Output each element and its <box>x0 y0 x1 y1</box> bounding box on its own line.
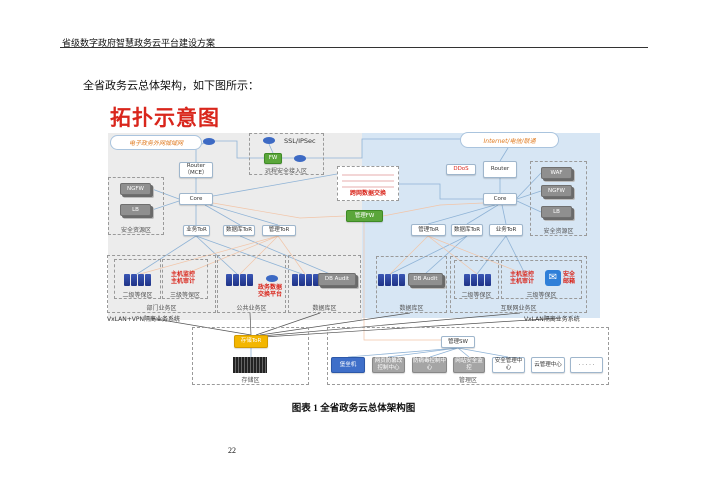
intro-paragraph: 全省政务云总体架构，如下图所示： <box>83 80 259 92</box>
right-router-node: Router <box>483 161 517 178</box>
internet-zone-label: 互联网业务区 <box>500 305 537 312</box>
public-zone-label: 公共业务区 <box>236 305 267 312</box>
lb-node: LB <box>120 204 151 216</box>
dept-zone-label: 部门业务区 <box>146 305 177 312</box>
storage-device-icon <box>233 357 267 373</box>
left-core-node: Core <box>179 193 213 205</box>
vpn-icon <box>263 137 275 144</box>
db-audit-node: DB Audit <box>318 273 356 286</box>
dept-zone <box>107 255 216 313</box>
storage-tor-node: 存储ToR <box>234 335 268 348</box>
waf-node: WAF <box>541 167 572 179</box>
level3-label: 三级等保区 <box>169 292 200 299</box>
mgmt-item-node: 安全管理中心 <box>492 357 525 373</box>
mgmt-item-node: 防病毒控制中心 <box>412 357 447 373</box>
level3-zone <box>501 260 582 299</box>
mail-icon: ✉ <box>545 270 561 286</box>
header-divider <box>60 47 648 48</box>
db-audit-node: DB Audit <box>408 273 443 286</box>
internet-zone <box>450 256 587 313</box>
secure-mail-label: 安全 邮箱 <box>563 271 576 286</box>
tor-node: 管理ToR <box>411 224 446 236</box>
exchange-devices <box>342 170 394 188</box>
level3-label: 三级等保区 <box>526 292 557 299</box>
egov-cloud: 电子政务外网城域网 <box>110 135 202 150</box>
lb-node: LB <box>541 206 572 218</box>
storage-zone-label: 存储区 <box>241 377 260 384</box>
left-system-label: VxLAN+VPN隔离业务系统 <box>107 316 180 323</box>
tor-node: 管理ToR <box>262 225 296 236</box>
storage-zone <box>192 327 309 385</box>
figure-caption: 图表 1 全省政务云总体架构图 <box>291 404 416 414</box>
router-icon <box>294 155 306 162</box>
mgmt-item-more: · · · · · <box>570 357 603 373</box>
exchange-icon <box>266 275 278 282</box>
ddos-node: DDoS <box>446 164 476 175</box>
ssl-label: SSL/IPSec <box>284 137 316 145</box>
tor-node: 业务ToR <box>489 224 523 236</box>
internet-cloud: Internet/电信/联通 <box>460 132 559 148</box>
mgmt-fw-node: 管理FW <box>346 210 383 222</box>
tor-node: 数据库ToR <box>223 225 255 236</box>
document-header: 省级数字政府智慧政务云平台建设方案 <box>62 38 216 48</box>
management-zone <box>327 327 609 385</box>
right-core-node: Core <box>483 193 517 205</box>
remote-zone-label: 远程安全接入区 <box>264 168 307 175</box>
db-zone-label: 数据库区 <box>312 305 337 312</box>
tor-node: 数据库ToR <box>451 224 483 236</box>
remote-access-zone <box>249 133 324 175</box>
management-zone-label: 管理区 <box>458 377 477 384</box>
bastion-node: 堡垒机 <box>331 357 365 373</box>
fw-node: FW <box>264 153 282 164</box>
mgmt-item-node: 云管理中心 <box>531 357 565 373</box>
public-zone <box>217 255 286 313</box>
host-monitor-label: 主机监控 主机审计 <box>171 271 196 286</box>
page-number: 22 <box>228 446 236 455</box>
mgmt-item-node: 网站安全监控 <box>453 357 485 373</box>
exchange-platform-label: 政务数据 交换平台 <box>258 284 283 299</box>
ngfw-node: NGFW <box>120 183 151 195</box>
ngfw-node: NGFW <box>541 185 572 197</box>
router-mce-node: Router （MCE） <box>179 162 213 178</box>
host-monitor-label: 主机监控 主机审计 <box>510 271 535 286</box>
security-zone-label: 安全资源区 <box>120 227 151 234</box>
tor-node: 业务ToR <box>183 225 210 236</box>
left-db-zone <box>288 255 361 313</box>
security-zone-label: 安全资源区 <box>543 228 574 235</box>
right-security-zone <box>530 161 587 236</box>
level2-zone <box>114 259 161 299</box>
server-icon <box>124 274 151 286</box>
mgmt-sw-node: 管理SW <box>441 336 475 348</box>
router-icon <box>203 138 215 145</box>
right-db-zone <box>376 256 447 313</box>
level3-zone <box>162 259 208 299</box>
mgmt-item-node: 网页防篡改控制中心 <box>372 357 405 373</box>
level2-label: 二级等保区 <box>122 292 153 299</box>
server-icon <box>292 274 319 286</box>
cross-exchange-label: 跨网数据交换 <box>349 190 386 197</box>
level2-label: 二级等保区 <box>461 292 492 299</box>
db-zone-label: 数据库区 <box>399 305 424 312</box>
server-icon <box>378 274 405 286</box>
server-icon <box>464 274 491 286</box>
right-system-label: VxLAN隔离业务系统 <box>524 316 580 323</box>
left-security-zone <box>108 177 164 235</box>
server-icon <box>226 274 253 286</box>
level2-zone <box>454 260 499 299</box>
diagram-title: 拓扑示意图 <box>110 106 220 130</box>
